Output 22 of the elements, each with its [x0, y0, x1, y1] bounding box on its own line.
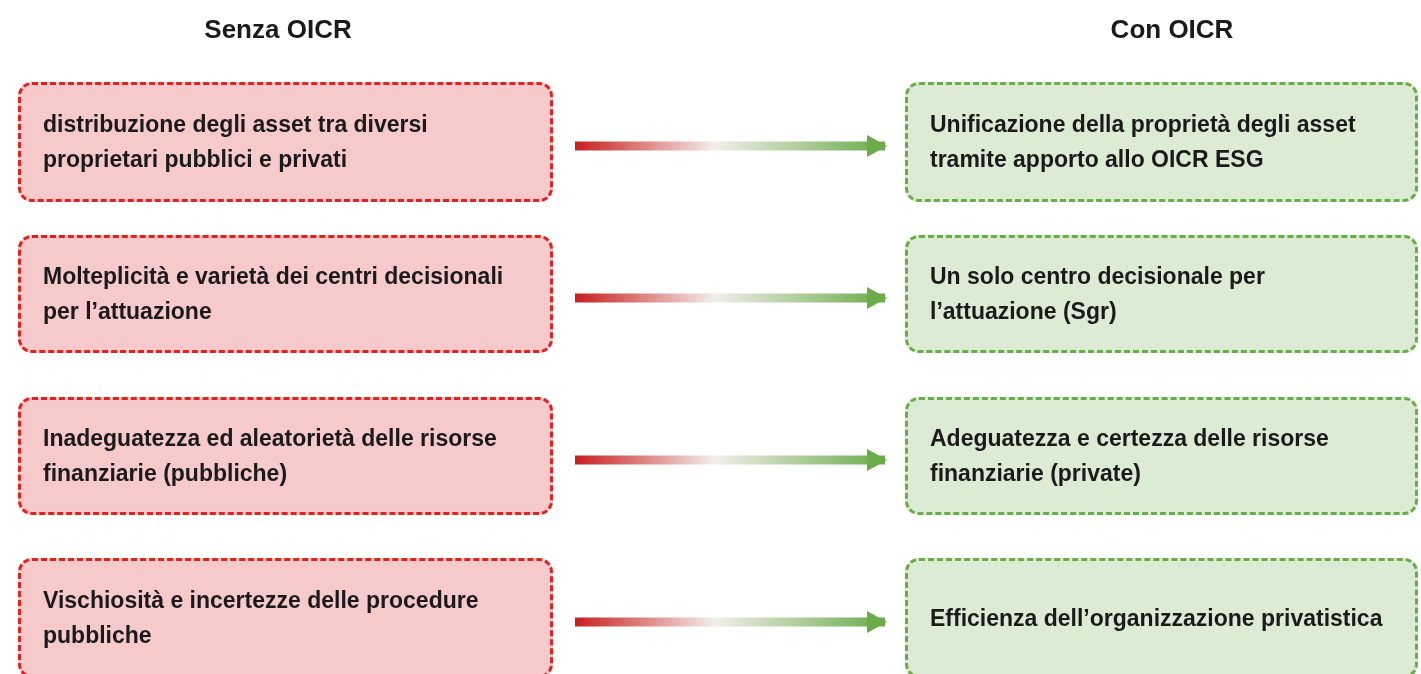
box-text: distribuzione degli asset tra diversi proprietari pubblici e privati — [43, 110, 429, 174]
column-heading: Con OICR — [1110, 14, 1234, 45]
arrow — [575, 135, 887, 157]
box-text: Un solo centro decisionale per l’attuazione (Sgr) — [930, 262, 1266, 326]
arrow — [575, 449, 887, 471]
box-text: Molteplicità e varietà dei centri decisionali per l’attuazione — [43, 262, 505, 326]
arrow — [575, 611, 887, 633]
benefit-box — [905, 82, 1418, 202]
box-text: Inadeguatezza ed aleatorietà delle risorse finanziarie (pubbliche) — [43, 424, 498, 488]
column-heading: Senza OICR — [204, 14, 352, 45]
issue-box — [18, 558, 553, 674]
box-text: Adeguatezza e certezza delle risorse finanziarie (private) — [930, 424, 1330, 488]
benefit-box — [905, 558, 1418, 674]
box-text: Efficienza dell’organizzazione privatistica — [930, 603, 1383, 633]
issue-box — [18, 397, 553, 515]
issue-box — [18, 235, 553, 353]
box-text: Vischiosità e incertezze delle procedure pubbliche — [43, 586, 480, 650]
box-text: Unificazione della proprietà degli asset tramite apporto allo OICR ESG — [930, 110, 1357, 174]
benefit-box — [905, 397, 1418, 515]
benefit-box — [905, 235, 1418, 353]
arrow — [575, 287, 887, 309]
issue-box — [18, 82, 553, 202]
